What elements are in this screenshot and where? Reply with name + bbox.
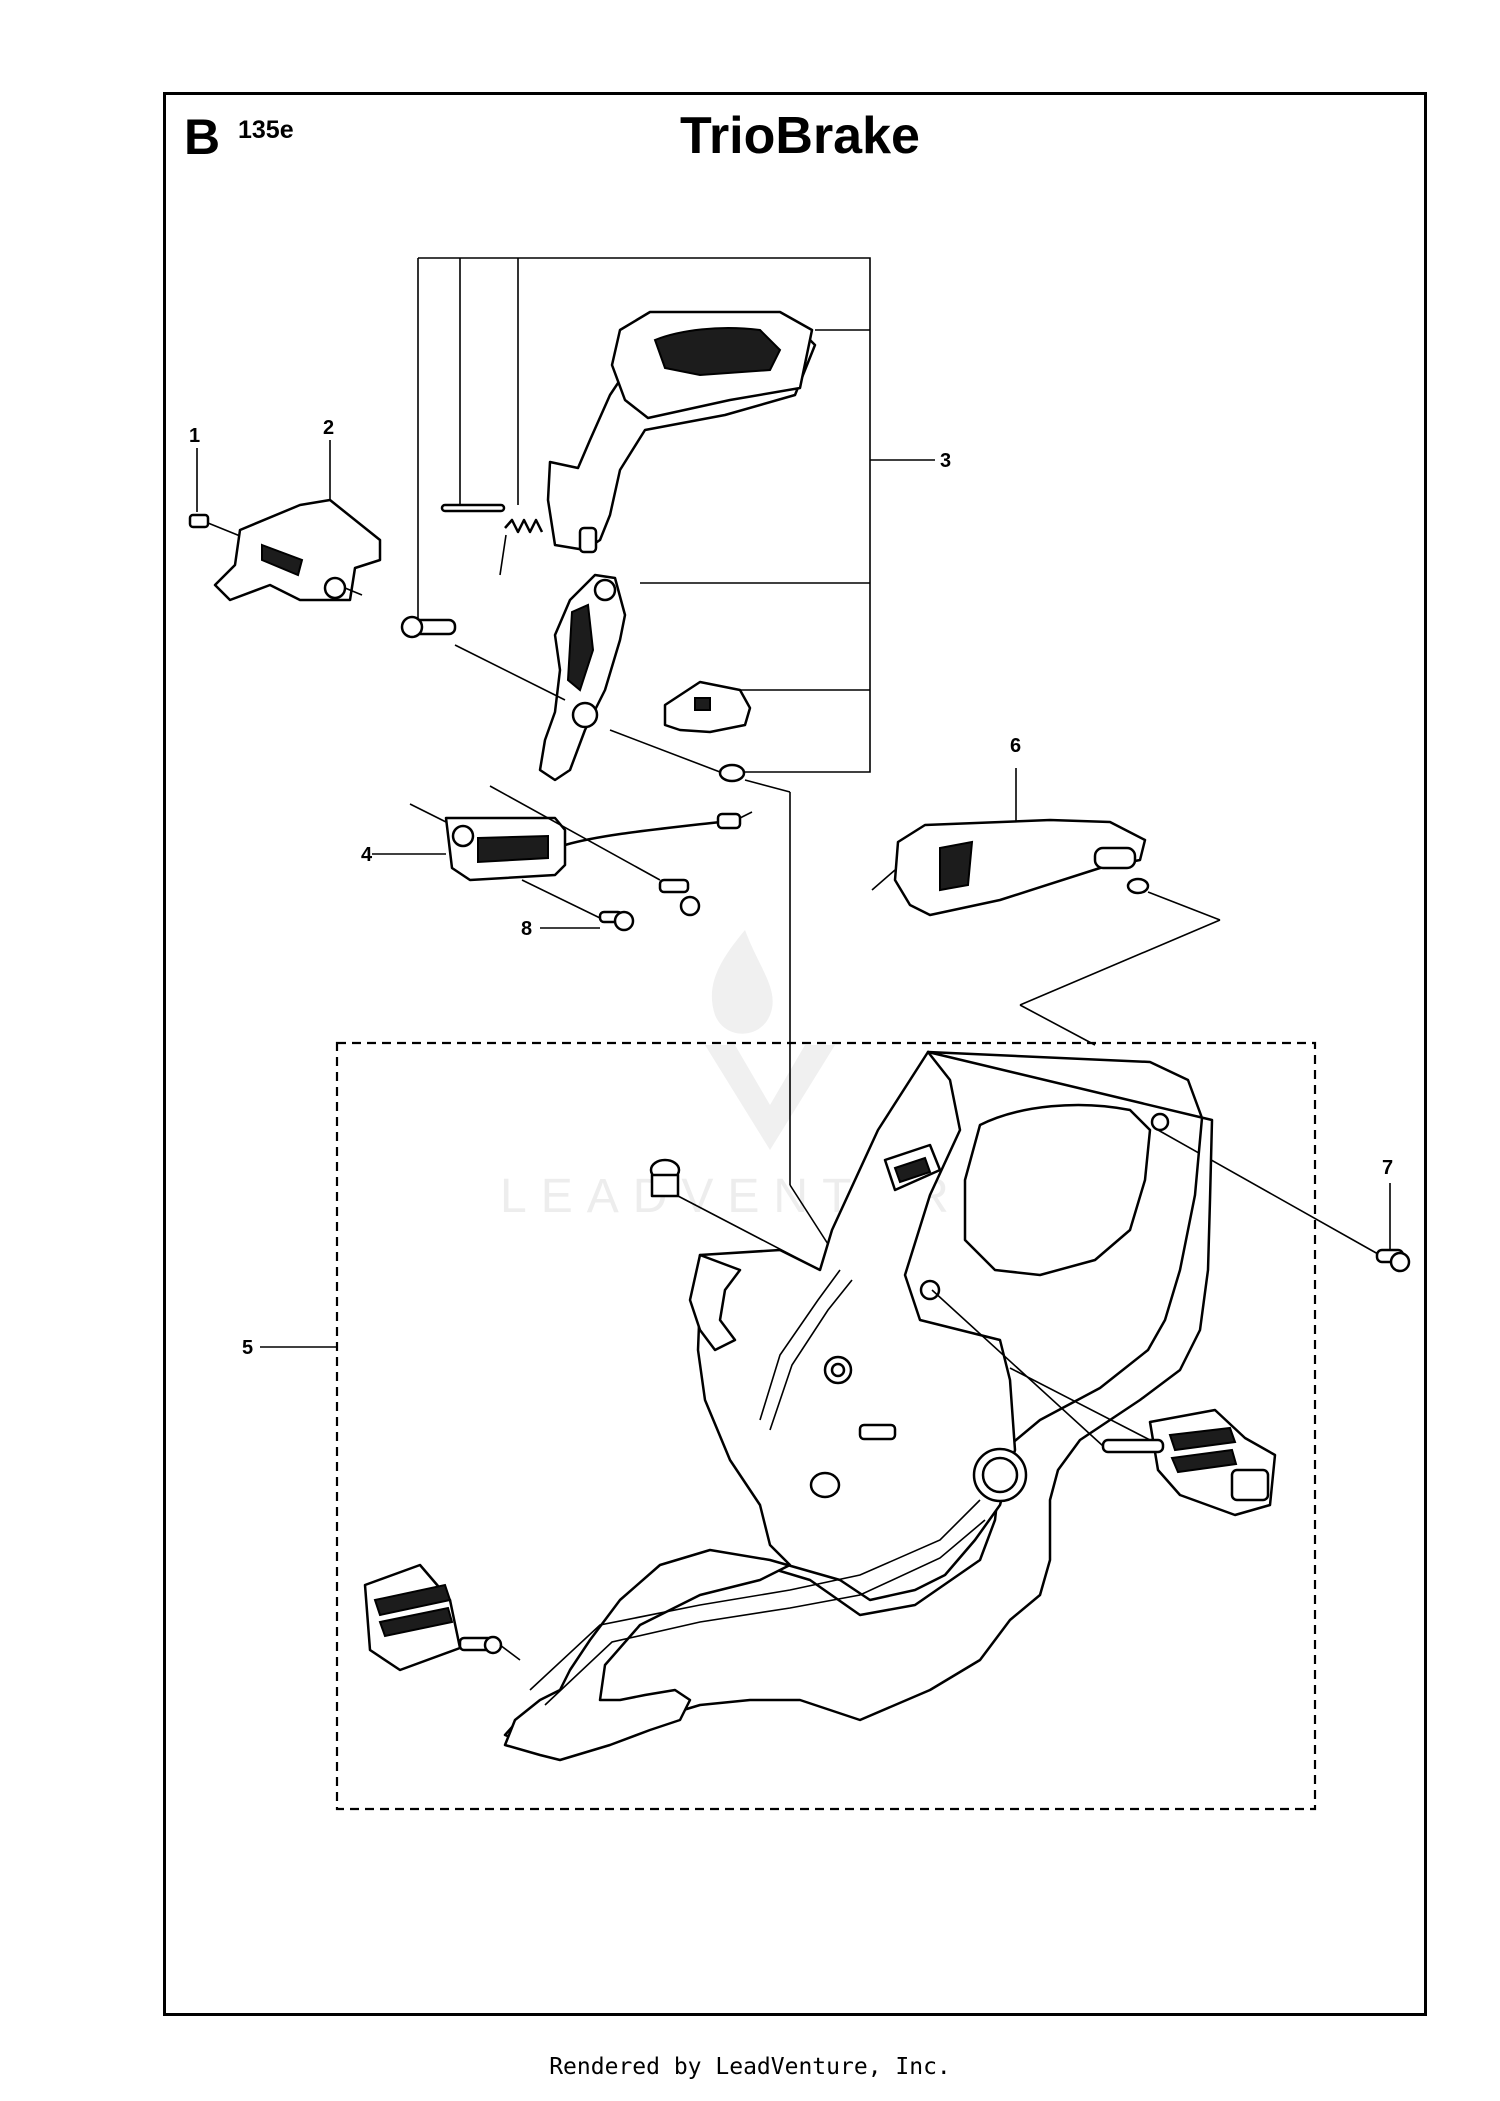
model-label: 135e bbox=[238, 116, 294, 144]
callout-5: 5 bbox=[242, 1337, 253, 1359]
part-1-screw bbox=[188, 448, 246, 539]
callout-6: 6 bbox=[1010, 735, 1021, 757]
av-buffer-top bbox=[649, 1158, 821, 1271]
page-title: TrioBrake bbox=[680, 107, 920, 165]
callout-8: 8 bbox=[521, 918, 532, 940]
part-3-bracket bbox=[417, 257, 935, 773]
part-6-side-cover bbox=[871, 768, 1221, 1046]
part-3-handguard bbox=[400, 310, 836, 1256]
callout-1: 1 bbox=[189, 425, 200, 447]
footer-credit: Rendered by LeadVenture, Inc. bbox=[549, 2054, 951, 2080]
part-4-cable-holder bbox=[372, 785, 753, 932]
part-5-crankcase bbox=[363, 1050, 1277, 1762]
av-spring-left bbox=[363, 1563, 521, 1672]
callout-numbers: 1 2 3 4 5 6 7 8 bbox=[189, 417, 1393, 1359]
av-spring-right bbox=[931, 1289, 1277, 1517]
callout-2: 2 bbox=[323, 417, 334, 439]
callout-4: 4 bbox=[361, 844, 373, 866]
part-5-group-box bbox=[335, 1041, 1317, 1811]
section-letter: B bbox=[184, 109, 221, 165]
callout-3: 3 bbox=[940, 450, 951, 472]
callout-7: 7 bbox=[1382, 1157, 1393, 1179]
part-7-screw bbox=[1157, 1129, 1411, 1273]
part-2-cover bbox=[213, 440, 382, 602]
diagram-frame bbox=[163, 92, 1427, 2016]
